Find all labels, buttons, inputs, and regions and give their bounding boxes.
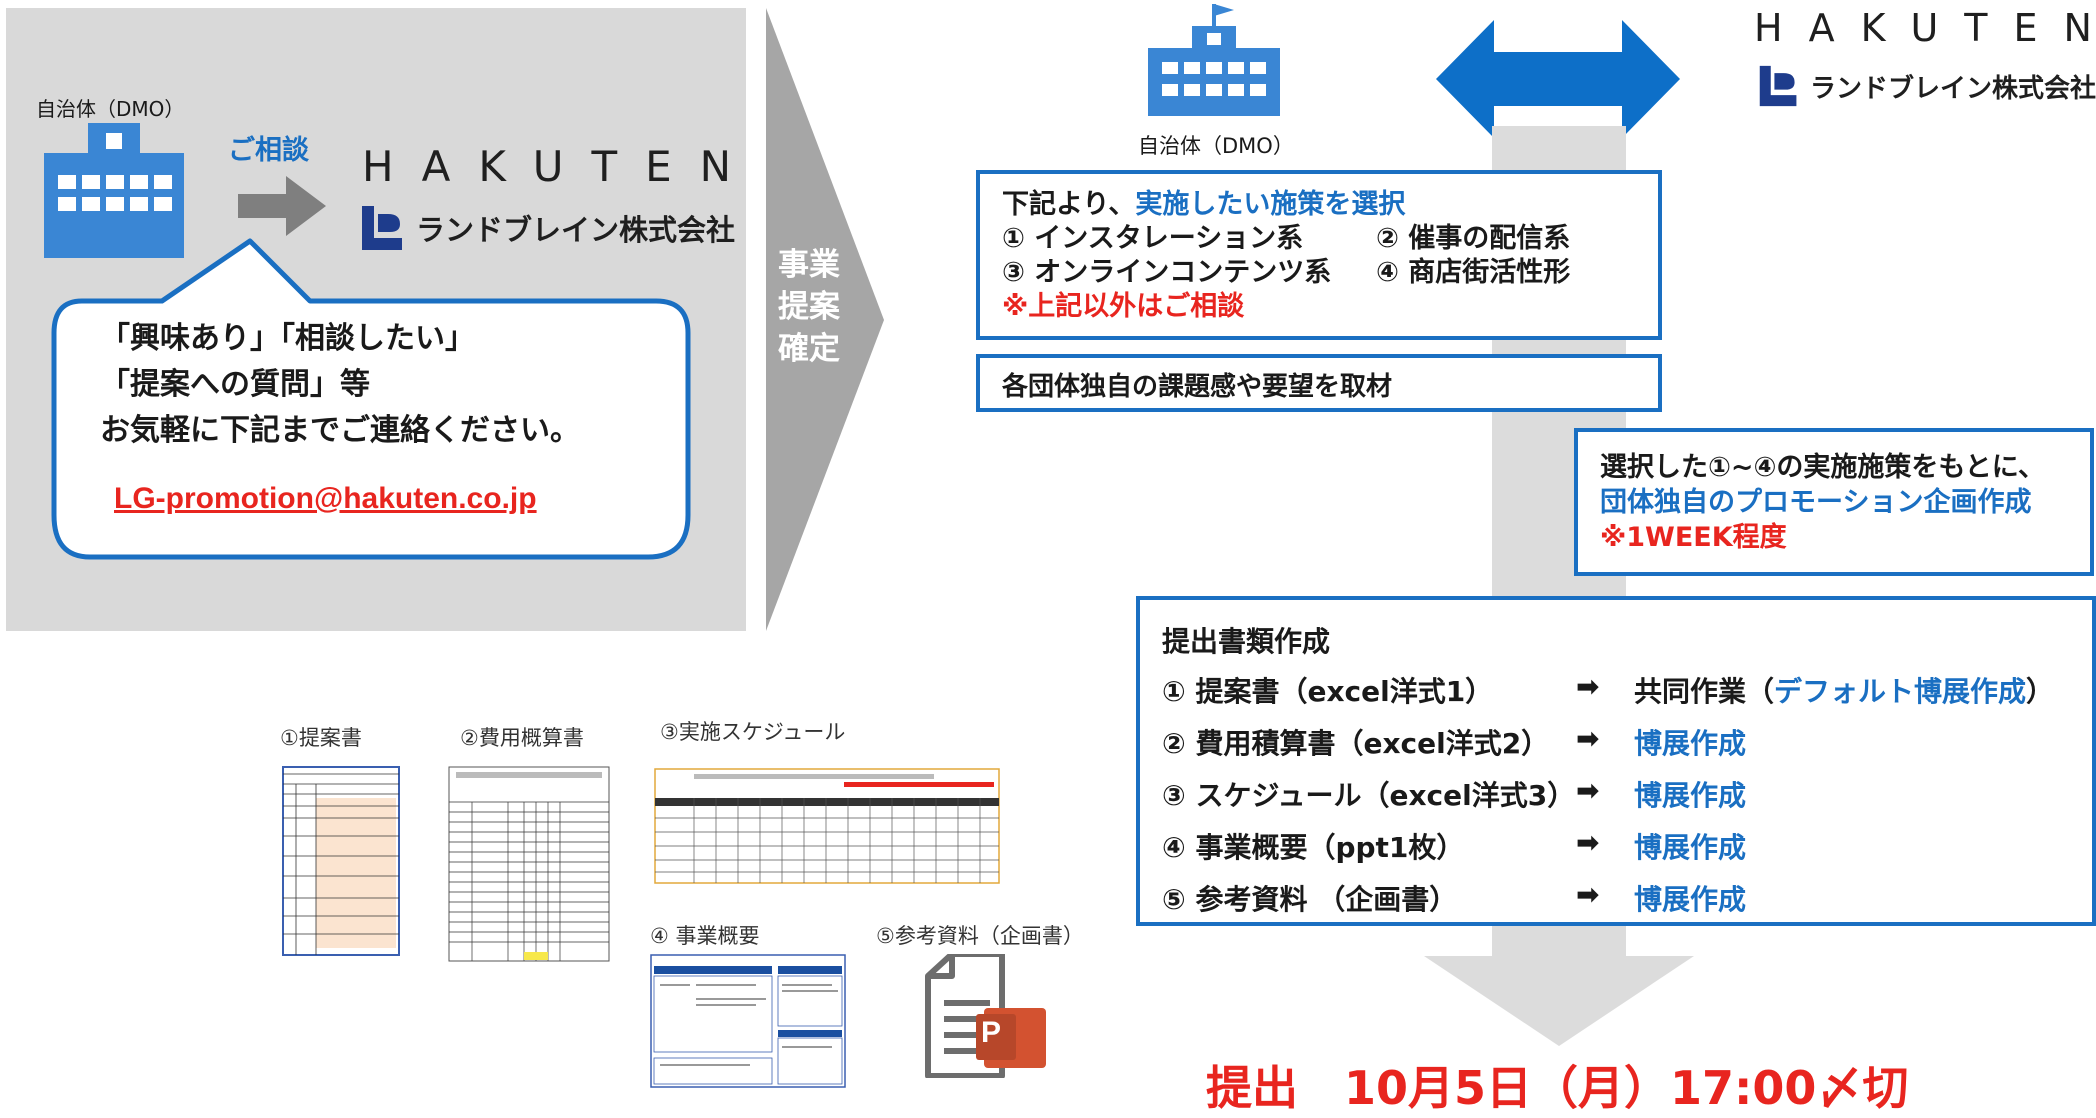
overview-thumbnail	[650, 954, 846, 1088]
ppt-letter: P	[981, 1016, 1002, 1049]
landbrain-mark-icon	[362, 206, 402, 250]
landbrain-logo-left: ランドブレイン株式会社	[358, 204, 735, 252]
bubble-line-2: 「提案への質問」等	[100, 367, 370, 402]
powerpoint-document-icon	[925, 954, 1046, 1078]
org-label-right: 自治体（DMO）	[1138, 134, 1294, 158]
proposal-form-thumbnail	[282, 766, 400, 956]
other-consult-note: ※上記以外はご相談	[1002, 291, 1245, 322]
consult-label: ご相談	[228, 135, 309, 166]
docs-item-1: ① 提案書（excel洋式1）	[1162, 675, 1494, 708]
docs-item-5: ⑤ 参考資料 （企画書）	[1162, 883, 1458, 916]
docs-item-4: ④ 事業概要（ppt1枚）	[1162, 831, 1465, 864]
plan-line-1: 選択した①~④の実施施策をもとに、	[1600, 452, 2045, 483]
docs-item-2: ② 費用積算書（excel洋式2）	[1162, 727, 1550, 760]
schedule-thumbnail	[654, 768, 1000, 884]
docs-result-1-owner: デフォルト博展作成	[1774, 675, 2027, 708]
government-building-icon-right	[1148, 4, 1280, 116]
landbrain-logo-right: ランドブレイン株式会社	[1756, 64, 2096, 108]
bubble-text: 「興味あり」「相談したい」 「提案への質問」等 お気軽に下記までご連絡ください。	[100, 316, 580, 454]
doc-label-proposal: ①提案書	[280, 726, 362, 750]
docs-result-2: 博展作成	[1634, 727, 1747, 760]
docs-result-1-prefix: 共同作業（	[1634, 675, 1775, 708]
measures-row-1: ① インスタレーション系 ② 催事の配信系	[1002, 222, 1658, 256]
chevron-line-3: 確定	[778, 331, 840, 367]
submission-deadline: 提出 10月5日（月）17:00〆切	[1206, 1061, 1909, 1115]
select-highlight: 実施したい施策を選択	[1135, 189, 1406, 220]
chevron-line-2: 提案	[778, 289, 840, 325]
docs-result-1-suffix: ）	[2026, 675, 2055, 708]
measure-3: ③ オンラインコンテンツ系	[1002, 257, 1332, 288]
select-measures-box: 下記より、実施したい施策を選択 ① インスタレーション系 ② 催事の配信系 ③ オ…	[976, 170, 1662, 340]
business-proposal-chevron	[766, 8, 884, 631]
cost-form-thumbnail	[448, 766, 610, 962]
measure-4: ④ 商店街活性形	[1376, 257, 1571, 288]
bidirectional-arrow-icon	[1436, 20, 1680, 138]
chevron-line-1: 事業	[778, 247, 840, 283]
doc-label-reference: ⑤参考資料（企画書）	[876, 924, 1084, 948]
plan-line-2: 団体独自のプロモーション企画作成	[1600, 487, 2032, 518]
measure-1: ① インスタレーション系	[1002, 223, 1304, 254]
doc-label-overview: ④ 事業概要	[650, 924, 760, 948]
chevron-label: 事業 提案 確定	[778, 244, 840, 370]
interview-text: 各団体独自の課題感や要望を取材	[1002, 372, 1393, 402]
landbrain-mark-icon	[1759, 65, 1797, 107]
hakuten-logo-left: HAKUTEN	[362, 142, 760, 191]
bubble-line-3: お気軽に下記までご連絡ください。	[100, 413, 580, 448]
select-prefix: 下記より、	[1002, 189, 1136, 220]
consultation-panel: 自治体（DMO） ご相談 HAKUTEN ランドブレイン株式会社 「興味あり」「…	[6, 8, 746, 631]
docs-arrow-5: ➡	[1576, 878, 1600, 911]
doc-label-schedule: ③実施スケジュール	[660, 720, 846, 744]
measures-row-2: ③ オンラインコンテンツ系 ④ 商店街活性形	[1002, 256, 1658, 290]
speech-bubble-shape	[51, 238, 691, 560]
plan-creation-box: 選択した①~④の実施施策をもとに、 団体独自のプロモーション企画作成 ※1WEE…	[1574, 428, 2094, 576]
measure-2: ② 催事の配信系	[1376, 223, 1571, 254]
doc-label-cost: ②費用概算書	[460, 726, 584, 750]
docs-item-3: ③ スケジュール（excel洋式3）	[1162, 779, 1576, 812]
docs-result-4: 博展作成	[1634, 831, 1747, 864]
interview-box: 各団体独自の課題感や要望を取材	[976, 354, 1662, 412]
landbrain-name-right: ランドブレイン株式会社	[1810, 73, 2096, 104]
submission-docs-box: 提出書類作成 ① 提案書（excel洋式1） ➡ 共同作業（デフォルト博展作成）…	[1136, 596, 2096, 926]
docs-result-3: 博展作成	[1634, 779, 1747, 812]
plan-line-3: ※1WEEK程度	[1600, 522, 1787, 553]
docs-arrow-4: ➡	[1576, 826, 1600, 859]
docs-title: 提出書類作成	[1162, 625, 1331, 658]
consult-arrow-icon	[238, 176, 326, 236]
docs-arrow-1: ➡	[1576, 670, 1600, 703]
org-label-left: 自治体（DMO）	[36, 97, 185, 121]
select-heading: 下記より、実施したい施策を選択	[1002, 188, 1658, 222]
landbrain-name-left: ランドブレイン株式会社	[416, 213, 736, 247]
docs-arrow-2: ➡	[1576, 722, 1600, 755]
docs-arrow-3: ➡	[1576, 774, 1600, 807]
docs-result-5: 博展作成	[1634, 883, 1747, 916]
contact-email-link[interactable]: LG-promotion@hakuten.co.jp	[114, 482, 537, 515]
bubble-line-1: 「興味あり」「相談したい」	[100, 321, 475, 356]
government-building-icon	[44, 123, 184, 258]
hakuten-logo-right: HAKUTEN	[1754, 6, 2096, 50]
docs-result-1: 共同作業（デフォルト博展作成）	[1634, 670, 2054, 710]
